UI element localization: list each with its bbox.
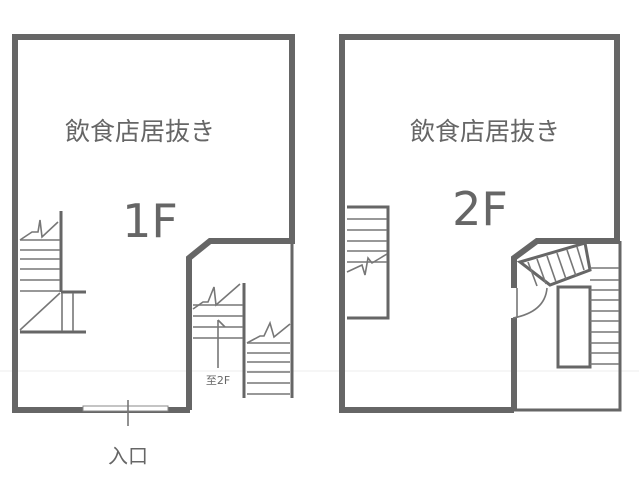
floor-2-label: 2F xyxy=(452,182,508,236)
floor-1-walls xyxy=(12,34,295,413)
floor-2-plan: 飲食店居抜き 2F xyxy=(339,34,622,413)
entrance-door xyxy=(82,405,169,412)
floor-2-right-stairs xyxy=(516,241,619,369)
floor-2-room-label: 飲食店居抜き xyxy=(410,117,560,146)
stair-note: 至2F xyxy=(206,374,230,387)
floor-1-label: 1F xyxy=(122,194,178,248)
floor-1-right-stairs xyxy=(192,283,291,398)
entrance-label: 入口 xyxy=(108,444,148,468)
floor-2-left-stair xyxy=(346,205,390,320)
floor-2-right-wall xyxy=(514,241,622,412)
door-swing xyxy=(512,287,548,319)
floor-1-plan: 飲食店居抜き 1F 至2F 入口 xyxy=(12,34,295,468)
floor-1-room-label: 飲食店居抜き xyxy=(65,117,215,146)
floor-2-walls xyxy=(339,34,620,413)
floor-1-left-stair xyxy=(19,211,86,334)
